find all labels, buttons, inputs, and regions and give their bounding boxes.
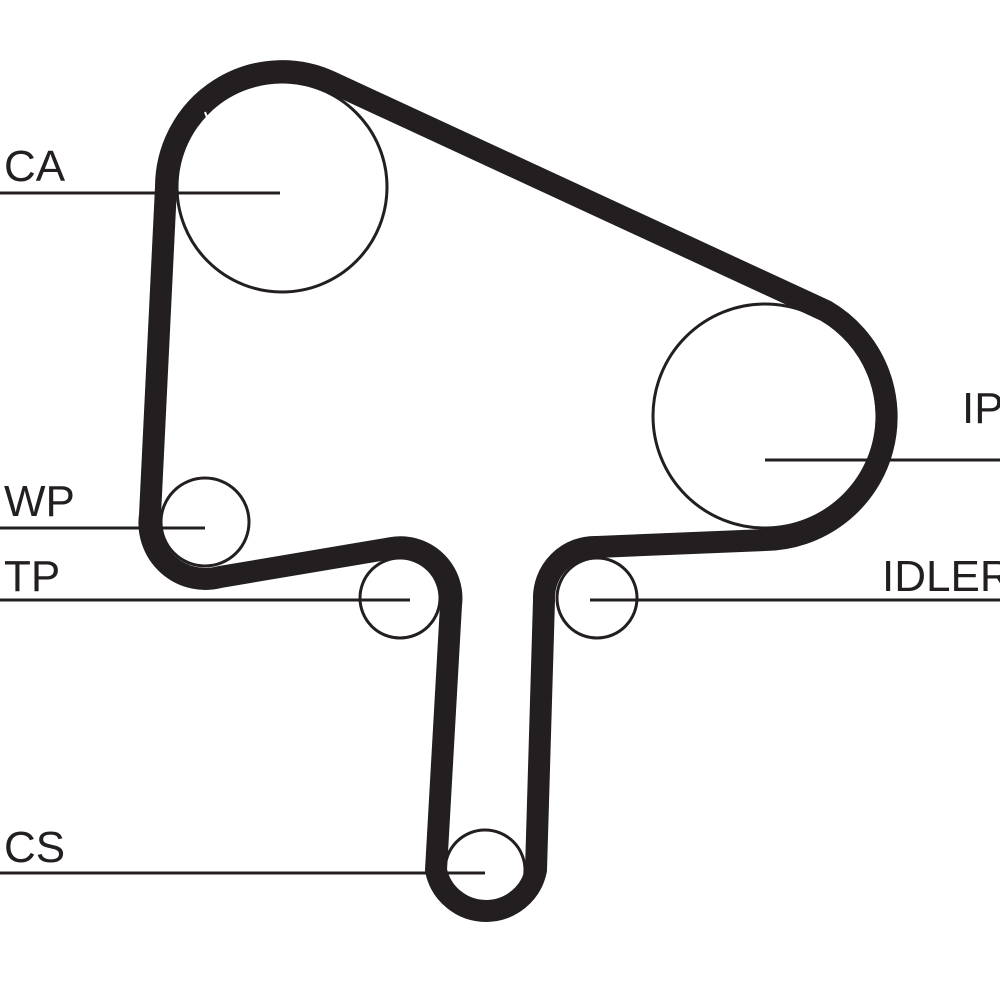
label-tp: TP [4, 552, 61, 601]
label-idler: IDLER [882, 552, 1000, 601]
timing-mark-ca [204, 111, 211, 126]
label-ip: IP [962, 384, 1000, 433]
timing-mark-cs [477, 837, 483, 853]
pulley-ca [175, 80, 389, 294]
pulley-wp [159, 476, 251, 568]
timing-mark-ip [804, 324, 809, 341]
label-cs: CS [4, 823, 66, 872]
pulley-idler [555, 556, 639, 640]
pulley-tp [358, 556, 442, 640]
label-wp: WP [4, 477, 75, 526]
timing-belt [138, 60, 898, 922]
label-ca: CA [4, 142, 66, 191]
